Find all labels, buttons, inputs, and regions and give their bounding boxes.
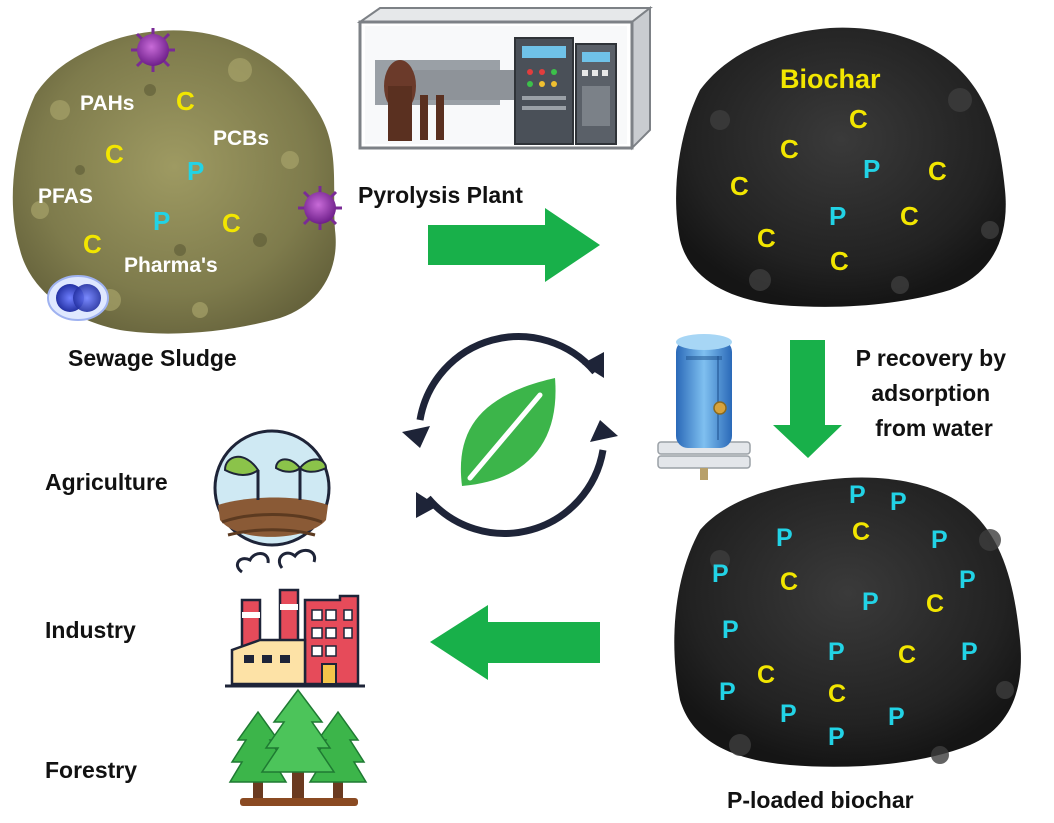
phosphorus-marker: P	[959, 566, 976, 594]
phosphorus-marker: P	[888, 703, 905, 731]
phosphorus-marker: P	[829, 201, 846, 231]
factory-icon	[225, 548, 365, 688]
p-loaded-biochar-heap	[674, 477, 1021, 767]
phosphorus-marker: P	[890, 488, 907, 516]
arrow-down	[773, 340, 842, 458]
virus-icon	[131, 28, 175, 72]
sewage-sludge-heap	[12, 30, 336, 334]
phosphorus-marker: P	[863, 154, 880, 184]
use-forestry-label: Forestry	[45, 757, 137, 783]
carbon-marker: C	[780, 568, 798, 596]
carbon-marker: C	[928, 156, 947, 186]
forest-icon	[228, 688, 368, 806]
phosphorus-marker: P	[862, 588, 879, 616]
recovery-line: from water	[875, 415, 993, 441]
carbon-marker: C	[757, 661, 775, 689]
pollutant-label: Pharma's	[124, 254, 218, 277]
phosphorus-marker: P	[931, 526, 948, 554]
phosphorus-marker: P	[780, 700, 797, 728]
carbon-marker: C	[757, 223, 776, 253]
phosphorus-marker: P	[712, 560, 729, 588]
p-loaded-title: P-loaded biochar	[727, 787, 914, 813]
biochar-title: Biochar	[780, 64, 881, 94]
carbon-marker: C	[849, 104, 868, 134]
phosphorus-marker: P	[828, 723, 845, 751]
recovery-label: P recovery by adsorption from water	[856, 345, 1013, 441]
water-tank-icon	[657, 334, 751, 480]
carbon-marker: C	[898, 641, 916, 669]
carbon-marker: C	[730, 171, 749, 201]
use-agriculture-label: Agriculture	[45, 469, 168, 495]
recovery-line: adsorption	[871, 380, 990, 406]
agriculture-icon	[213, 429, 331, 547]
leaf-icon	[460, 378, 556, 486]
arrow-right	[428, 208, 600, 282]
phosphorus-marker: P	[776, 524, 793, 552]
biochar-heap	[676, 27, 1006, 307]
carbon-marker: C	[780, 134, 799, 164]
sludge-title: Sewage Sludge	[68, 345, 237, 371]
pyrolysis-plant-icon	[356, 5, 653, 151]
bacteria-icon	[47, 275, 109, 321]
pollutant-label: PAHs	[80, 92, 134, 115]
pollutant-label: PCBs	[213, 127, 269, 150]
phosphorus-marker: P	[187, 156, 204, 186]
carbon-marker: C	[926, 590, 944, 618]
carbon-marker: C	[852, 518, 870, 546]
pollutant-label: PFAS	[38, 185, 93, 208]
p-loaded-element-markers: P P P P P P P P P P P P P P C C C C C C	[712, 481, 978, 751]
phosphorus-marker: P	[722, 616, 739, 644]
phosphorus-marker: P	[719, 678, 736, 706]
phosphorus-marker: P	[961, 638, 978, 666]
virus-icon	[298, 186, 342, 230]
use-industry-label: Industry	[45, 617, 136, 643]
phosphorus-marker: P	[153, 206, 170, 236]
carbon-marker: C	[828, 680, 846, 708]
sludge-element-markers: C C C C P P	[83, 86, 241, 259]
biochar-element-markers: C C C C C C C P P	[730, 104, 947, 276]
phosphorus-marker: P	[828, 638, 845, 666]
phosphorus-marker: P	[849, 481, 866, 509]
recovery-line: P recovery by	[856, 345, 1007, 371]
arrow-left	[430, 605, 600, 680]
carbon-marker: C	[176, 86, 195, 116]
carbon-marker: C	[830, 246, 849, 276]
carbon-marker: C	[83, 229, 102, 259]
pyrolysis-label: Pyrolysis Plant	[358, 182, 523, 208]
recycle-cycle-icon	[402, 333, 618, 537]
carbon-marker: C	[900, 201, 919, 231]
carbon-marker: C	[105, 139, 124, 169]
carbon-marker: C	[222, 208, 241, 238]
